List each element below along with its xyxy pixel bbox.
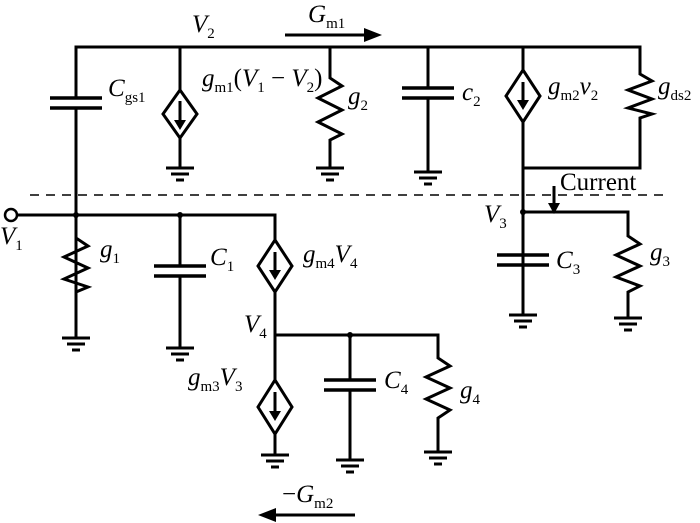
label-current: Current — [560, 169, 636, 196]
junction-dots — [73, 209, 526, 338]
capacitor-c1 — [154, 264, 206, 278]
ground-gm1 — [166, 166, 194, 182]
ground-c3 — [509, 313, 537, 329]
capacitor-c3 — [497, 253, 549, 267]
label-gm1-flow: Gm1 — [308, 1, 345, 32]
ground-g2 — [316, 166, 344, 182]
gm2-flow-arrow — [258, 508, 355, 522]
ground-g1 — [62, 336, 90, 352]
capacitor-c4 — [324, 378, 376, 392]
label-v1: V1 — [0, 223, 23, 254]
label-gm2-source: gm2v2 — [548, 73, 598, 104]
current-source-gm1 — [161, 87, 199, 141]
label-g4: g4 — [460, 377, 481, 408]
label-gm1-source: gm1(V1 − V2) — [202, 65, 323, 96]
ground-g4 — [424, 450, 452, 466]
ground-c2 — [414, 170, 442, 186]
resistor-g1 — [59, 231, 93, 294]
v1-terminal — [3, 207, 19, 223]
resistor-g3 — [612, 230, 644, 300]
ground-c4 — [336, 458, 364, 474]
label-g2: g2 — [348, 83, 368, 114]
capacitor-cgs1 — [50, 96, 102, 110]
ground-g3 — [614, 316, 642, 332]
ground-c1 — [166, 346, 194, 362]
label-c4: C4 — [384, 367, 409, 398]
label-c1: C1 — [210, 244, 234, 275]
current-source-gm4 — [256, 237, 294, 295]
current-source-gm3 — [256, 377, 294, 437]
current-source-gm2 — [504, 67, 542, 125]
label-c2: c2 — [462, 79, 481, 110]
gm1-flow-arrow — [285, 28, 382, 42]
label-gm4-source: gm4V4 — [303, 241, 358, 272]
label-g1: g1 — [100, 236, 120, 267]
capacitor-c2 — [402, 86, 454, 100]
v3-rail-wire — [521, 210, 630, 320]
label-c3: C3 — [556, 247, 580, 278]
resistor-gds2 — [622, 68, 658, 120]
label-gm3-source: gm3V3 — [188, 364, 242, 395]
wires — [16, 45, 642, 462]
gm2-wires — [521, 45, 642, 317]
label-v3: V3 — [484, 201, 507, 232]
ground-gm3 — [261, 453, 289, 469]
label-gds2: gds2 — [658, 73, 691, 104]
resistor-g2 — [314, 68, 346, 148]
label-gm2-flow: −Gm2 — [282, 481, 333, 512]
resistor-g4 — [422, 352, 454, 428]
current-arrow — [548, 186, 560, 214]
label-g3: g3 — [650, 239, 670, 270]
label-v2: V2 — [192, 11, 215, 42]
label-v4: V4 — [244, 311, 267, 342]
label-cgs1: Cgs1 — [108, 75, 146, 106]
